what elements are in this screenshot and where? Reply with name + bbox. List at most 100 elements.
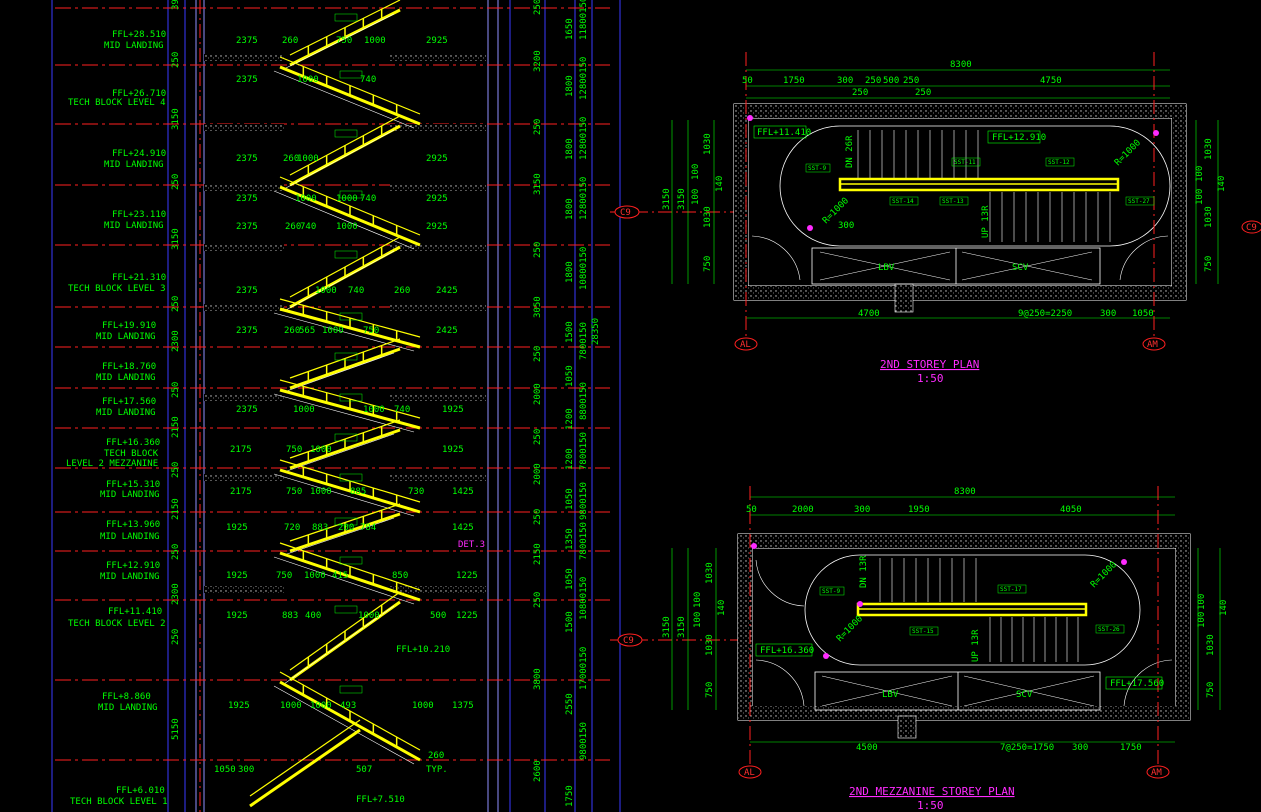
right-dim-b: 1200 [565, 408, 575, 430]
level-name-14: TECH BLOCK LEVEL 1 [70, 797, 168, 807]
run-dim: 2925 [426, 194, 448, 204]
right-dim-b: 1050 [565, 365, 575, 387]
run-dim: 493 [340, 701, 356, 711]
level-name-2: MID LANDING [104, 160, 164, 170]
level-ffl-3: FFL+23.110 [112, 210, 166, 220]
p1-tag-5: SST-27 [1128, 198, 1150, 205]
run-dim: 1000 [315, 286, 337, 296]
p2-title: 2ND MEZZANINE STOREY PLAN [849, 785, 1015, 798]
right-dim-a: 2000 [533, 383, 543, 405]
p2-dim-3: 1950 [908, 505, 930, 515]
level-name-4: TECH BLOCK LEVEL 3 [68, 284, 166, 294]
run-dim: 2375 [236, 194, 258, 204]
ffl-10210-annotation: FFL+10.210 [396, 645, 450, 655]
p2-overall-dim: 8300 [954, 487, 976, 497]
run-dim: 1000 [310, 445, 332, 455]
run-dim: 2425 [436, 286, 458, 296]
p1-grid-mid: C9 [1246, 223, 1257, 233]
p2-side-l-6: 1030 [705, 634, 715, 656]
member-tag [339, 312, 363, 321]
p2-grid-left: AL [744, 768, 755, 778]
det-3-annotation: DET.3 [458, 540, 485, 550]
left-vertical-dim: 250 [171, 296, 181, 312]
level-ffl-1: FFL+26.710 [112, 89, 166, 99]
run-dim: TYP. [426, 765, 448, 775]
p1-dim-3: 250 [865, 76, 881, 86]
stair-underside [273, 473, 415, 517]
member-tag [339, 70, 363, 79]
run-dim: 2925 [426, 222, 448, 232]
right-dim-c: 9800150 [579, 482, 589, 520]
run-dim: 2175 [230, 445, 252, 455]
right-dim-a: 2000 [533, 463, 543, 485]
level-labels: FFL+28.510 MID LANDING FFL+26.710 TECH B… [66, 30, 168, 807]
p1-side-r-4: 1030 [1204, 206, 1214, 228]
run-dim: 400 [305, 611, 321, 621]
p1-side-r-3: 100 [1195, 189, 1205, 205]
p1-side-l-3: 100 [691, 164, 701, 180]
p2-side-r-1: 140 [1219, 600, 1229, 616]
run-dim: 500 [430, 611, 446, 621]
level-ffl-13: FFL+8.860 [102, 692, 151, 702]
slab [204, 586, 284, 593]
p2-dim-0: 50 [746, 505, 757, 515]
right-dim-a: 2600 [533, 760, 543, 782]
slab [204, 474, 284, 481]
right-dim-c: 12800150 [579, 57, 589, 100]
level-ffl-4: FFL+21.310 [112, 273, 166, 283]
level-name-1: TECH BLOCK LEVEL 4 [68, 98, 166, 108]
run-dim: 2375 [236, 326, 258, 336]
run-dim: 415 [332, 571, 348, 581]
p1-dim-5: 250 [903, 76, 919, 86]
p2-side-l-4: 140 [717, 600, 727, 616]
run-dim: 730 [408, 487, 424, 497]
p2-room-b: SCV [1016, 690, 1033, 700]
left-vertical-dim: 250 [171, 174, 181, 190]
right-dim-a: 250 [533, 509, 543, 525]
run-dim: 1000 [304, 571, 326, 581]
stair-underside [273, 70, 415, 129]
right-dim-c: 7800150 [579, 522, 589, 560]
run-dim: 1000 [358, 611, 380, 621]
run-dim: 883 [282, 611, 298, 621]
p1-dn: DN 26R [845, 135, 855, 168]
stair-underside [283, 517, 395, 556]
run-dim: 1050 [214, 765, 236, 775]
p2-side-l-1: 3150 [677, 616, 687, 638]
level-name-12: TECH BLOCK LEVEL 2 [68, 619, 166, 629]
p2-bot-0: 4500 [856, 743, 878, 753]
run-dim: 2425 [436, 326, 458, 336]
right-dim-b: 1650 [565, 18, 575, 40]
right-dim-c: 17000150 [579, 647, 589, 690]
run-dim: 2375 [236, 286, 258, 296]
level-name-10: MID LANDING [100, 532, 160, 542]
run-dim: 784 [360, 523, 376, 533]
stair-underside [273, 556, 415, 605]
stair-underside [283, 250, 395, 312]
right-dim-c: 12800150 [579, 177, 589, 220]
p1-tags: SST-11 SST-12 SST-9 SST-14 SST-13 SST-27 [805, 157, 1155, 206]
p2-bot-2: 300 [1072, 743, 1088, 753]
member-tag [339, 685, 363, 694]
run-dim: 750 [363, 326, 379, 336]
p1-dim2-1: 250 [915, 88, 931, 98]
p2-tag-1: SST-9 [822, 588, 840, 595]
p1-bot-3: 1050 [1132, 309, 1154, 319]
slab [390, 586, 486, 593]
member-tag [339, 473, 363, 482]
grid-bubble-c9-lower: C9 [610, 633, 740, 647]
member-tag [334, 352, 358, 361]
ffl-7510-annotation: FFL+7.510 [356, 795, 405, 805]
right-dim-c: 12800150 [579, 117, 589, 160]
run-dim: 720 [284, 523, 300, 533]
left-vertical-dim: 3900 [171, 0, 181, 10]
level-name-13: MID LANDING [98, 703, 158, 713]
run-dim: 740 [394, 405, 410, 415]
p1-ffl-b: FFL+12.910 [992, 133, 1046, 143]
p1-up: UP 13R [981, 205, 991, 238]
p1-tag-3: SST-14 [892, 198, 914, 205]
right-dim-b: 1800 [565, 138, 575, 160]
p1-title: 2ND STOREY PLAN [880, 358, 979, 371]
p2-dn: DN 13R [859, 555, 869, 588]
